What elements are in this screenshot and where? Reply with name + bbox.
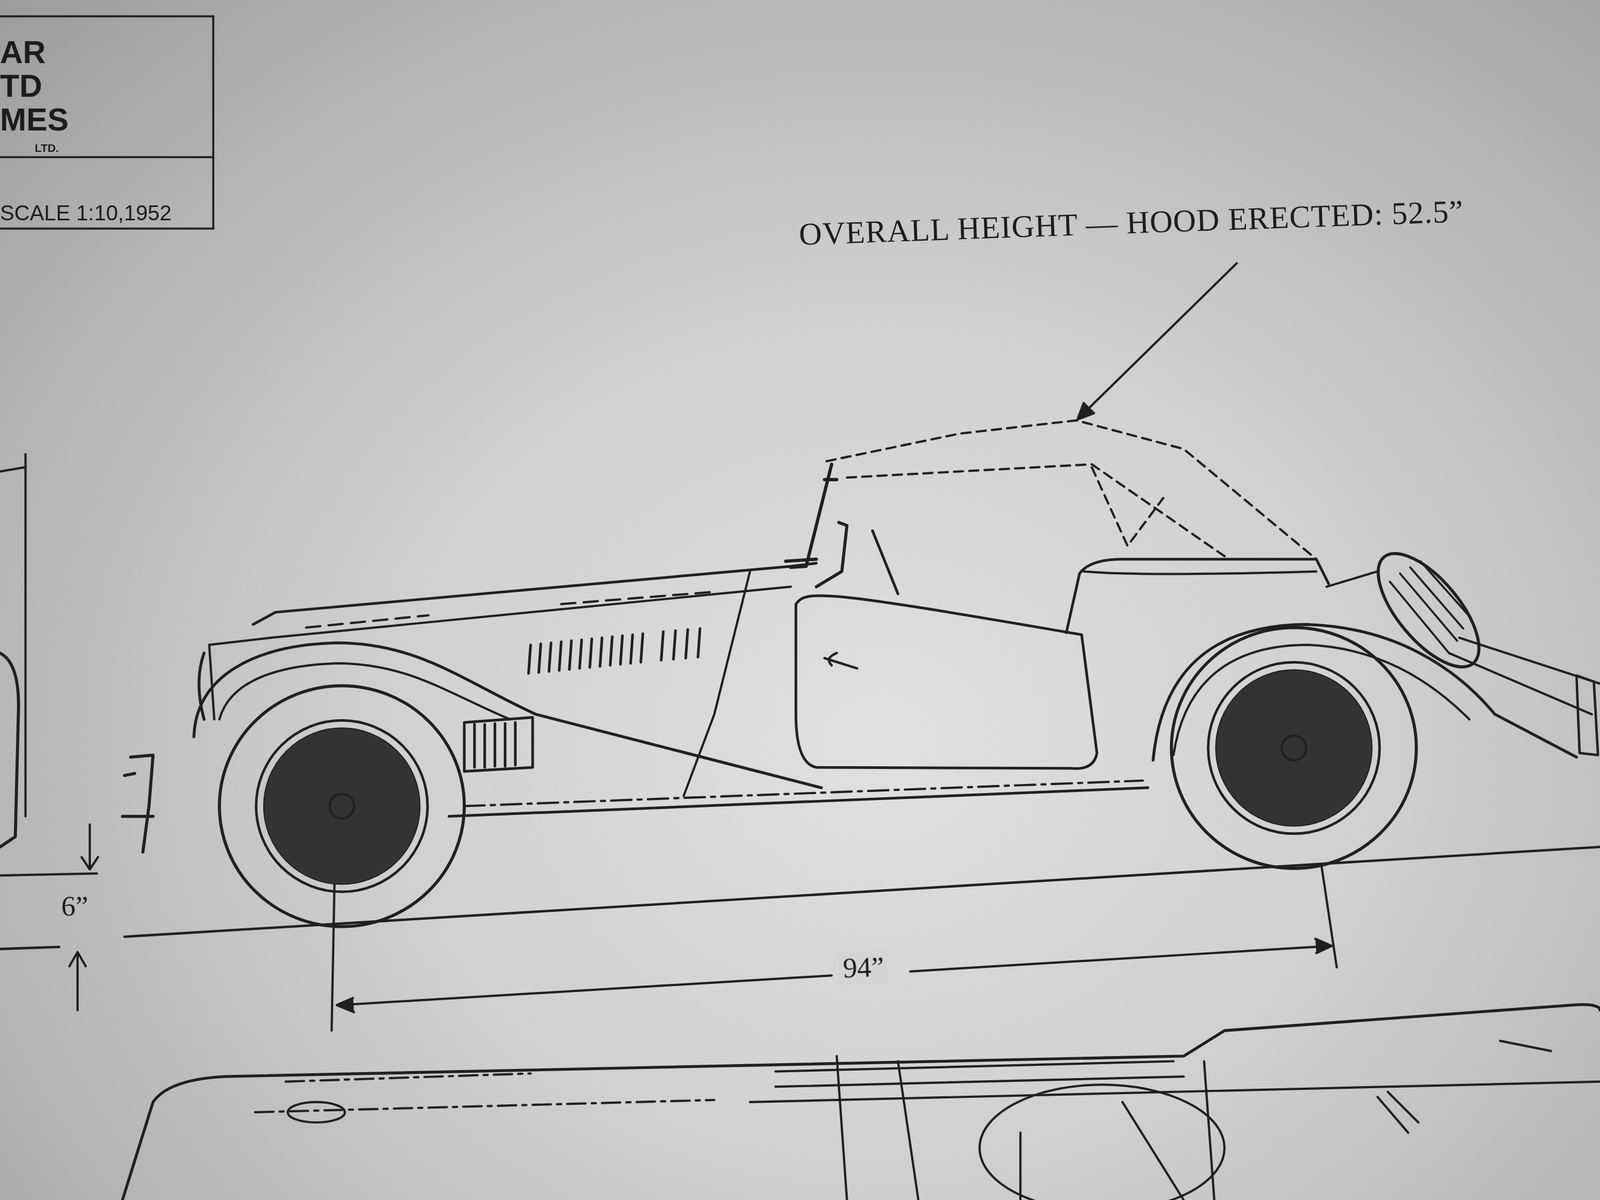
plan-view [122, 1004, 1600, 1200]
wheelbase-dimension [331, 865, 1337, 1031]
subtitle-text: LTD. [34, 141, 59, 156]
dimension-arrow [1315, 939, 1333, 954]
dimension-note: OVERALL HEIGHT — HOOD ERECTED: 52.5” [798, 193, 1465, 253]
clearance-dimension [0, 824, 98, 1011]
dimension-arrow [69, 951, 87, 1011]
dimension-value: 94” [837, 950, 889, 985]
scale-cell: SCALE 1:10,1952 [0, 158, 215, 230]
extension-line [1321, 865, 1337, 968]
rear-wheel [1171, 627, 1417, 869]
title-text: AR TD MES [0, 35, 69, 137]
dimension-arrow [336, 997, 355, 1013]
title-block-cell: AR TD MES LTD. [0, 15, 215, 159]
front-outline [0, 652, 19, 848]
title-text: SCALE 1:10,1952 [0, 201, 172, 226]
spare-wheel [1360, 537, 1497, 683]
bonnet-louvres [464, 628, 700, 772]
extension-line [331, 872, 335, 1031]
hood-erected [826, 420, 1317, 560]
dimension-arrow [81, 824, 99, 870]
ground-line [0, 847, 1600, 950]
car-body [122, 559, 1600, 853]
dimension-line [339, 945, 1332, 1006]
extension-line [0, 873, 97, 876]
dimension-arrow [0, 467, 25, 472]
dimension-value: 6” [60, 889, 88, 923]
front-view [0, 454, 26, 848]
front-wheel [219, 685, 465, 927]
windscreen [785, 464, 898, 594]
leader-arrow [1077, 403, 1095, 420]
leader-line [1081, 263, 1237, 415]
extension-line [24, 454, 27, 817]
